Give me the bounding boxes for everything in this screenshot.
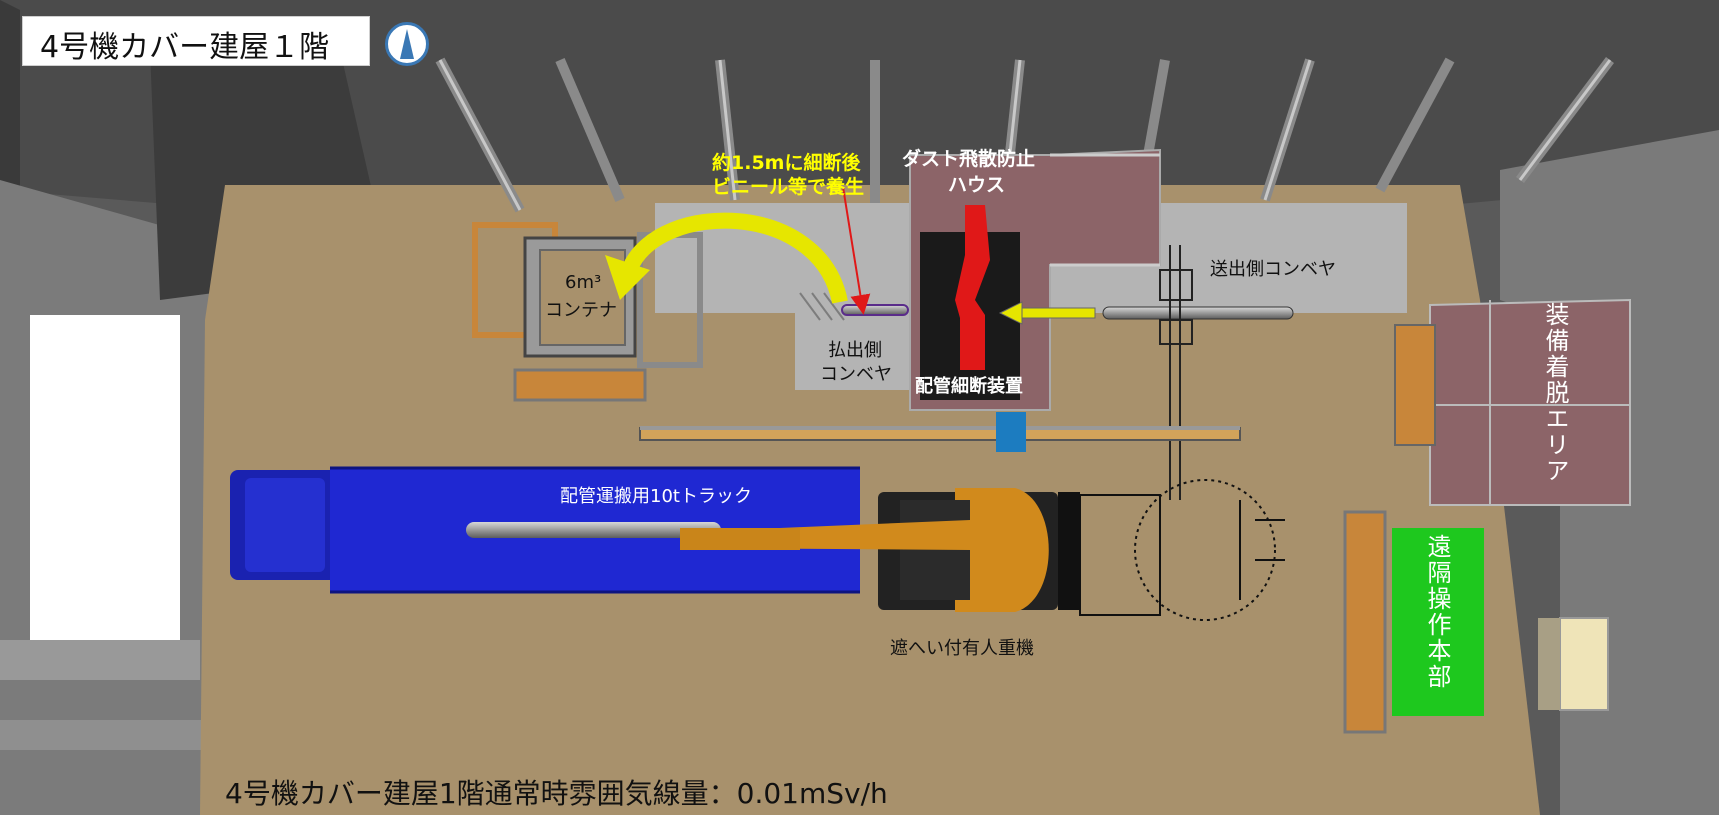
out-conveyor-area <box>795 270 915 390</box>
machine-outline <box>1079 479 1285 621</box>
container-label-line2: コンテナ <box>545 300 617 321</box>
remote-hq-box <box>1392 528 1484 716</box>
container-label-line1: 6m³ <box>565 272 602 293</box>
send-conveyor-label: 送出側コンベヤ <box>1210 259 1336 280</box>
door <box>1559 617 1609 711</box>
out-conveyor-label-line1: 払出側 <box>828 340 882 361</box>
truck-10t <box>230 466 860 594</box>
transfer-arrow <box>622 212 848 304</box>
radiation-level-text: 4号機カバー建屋1階通常時雰囲気線量：0.01mSv/h <box>225 777 888 810</box>
guide-rail <box>639 426 1241 441</box>
title-box <box>22 16 370 66</box>
feed-arrow <box>1019 307 1096 319</box>
remote-hq-wall <box>1343 510 1387 734</box>
heavy-machine-label: 遮へい付有人重機 <box>890 638 1034 659</box>
pipe-cutter-device <box>955 205 990 370</box>
equip-area-structure <box>1394 298 1631 506</box>
equip-area-label: 装備着脱エリア <box>1541 302 1569 484</box>
send-conveyor-frame <box>1159 245 1193 500</box>
pipe-on-send-conveyor <box>1102 306 1294 320</box>
dust-house-label-line1: ダスト飛散防止 <box>902 148 1036 170</box>
truck-label: 配管運搬用10tトラック <box>560 486 752 507</box>
out-conveyor-label-line2: コンベヤ <box>820 364 892 385</box>
page-title: 4号機カバー建屋１階 <box>40 30 330 65</box>
remote-hq-label: 遠隔操作本部 <box>1423 534 1451 690</box>
container-6m3 <box>472 222 703 402</box>
cut-note-line2: ビニール等で養生 <box>712 176 865 198</box>
cut-note-line1: 約1.5mに細断後 <box>712 152 861 174</box>
control-device <box>996 412 1026 452</box>
pipe-cutter-label: 配管細断装置 <box>915 376 1023 397</box>
pipe-on-out-conveyor <box>841 304 909 316</box>
shielded-excavator <box>680 488 1080 612</box>
north-arrow-icon <box>385 22 429 66</box>
out-conveyor-rollers <box>799 292 845 321</box>
dust-house-label-line2: ハウス <box>948 174 1006 196</box>
cut-note-pointer <box>842 186 871 315</box>
